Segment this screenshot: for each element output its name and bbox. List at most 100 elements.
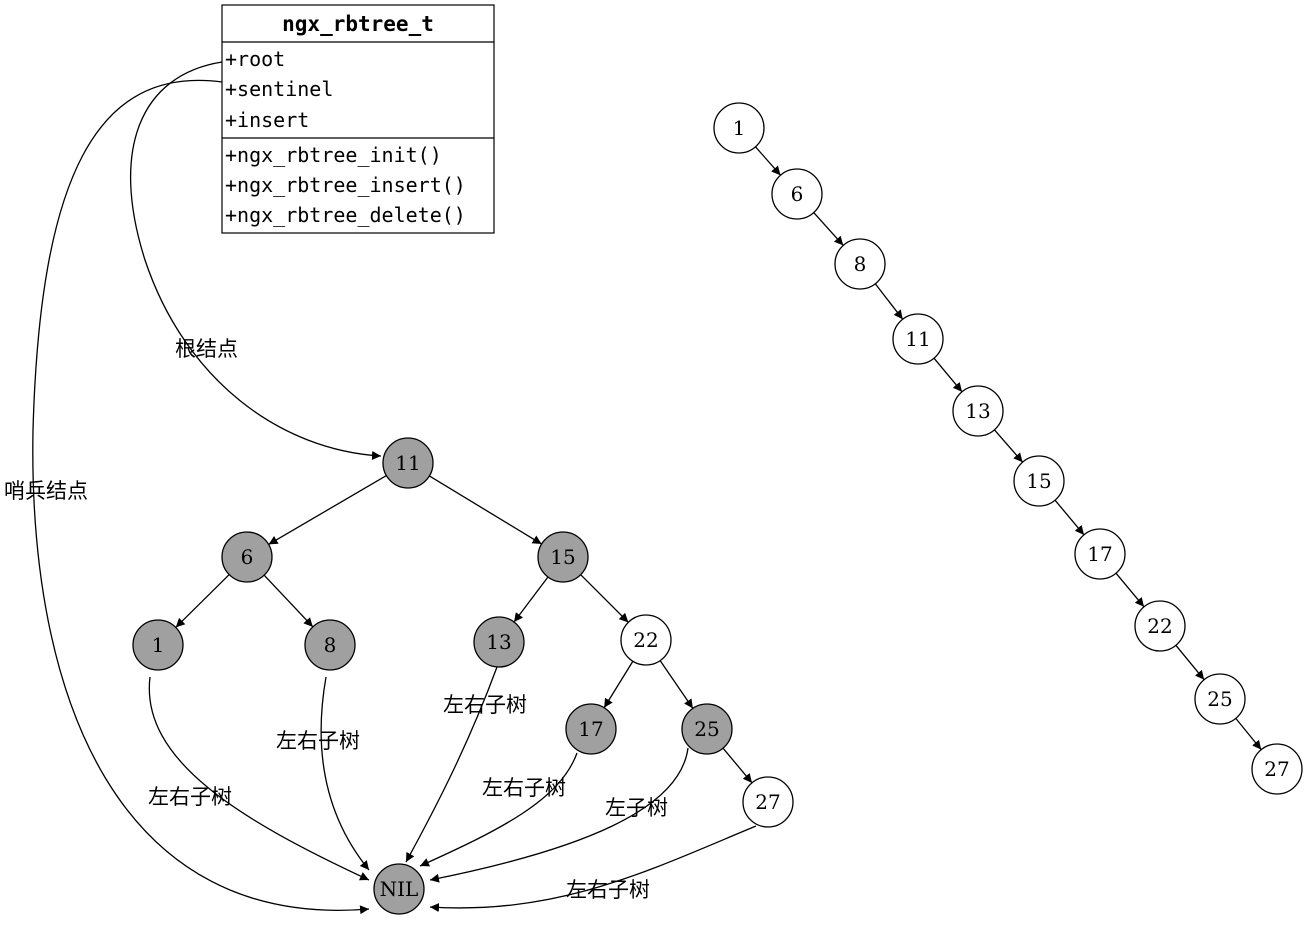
chain-node-8-label: 25: [1207, 687, 1232, 711]
label-sentinel: 哨兵结点: [4, 479, 88, 503]
tree-edge-t25-t27: [722, 747, 753, 784]
chain-edge-4: [993, 429, 1024, 463]
chain-node-3-circle: [892, 313, 944, 365]
chain-edge-5: [1054, 499, 1085, 536]
chain-edge-3: [933, 357, 963, 393]
edge-root: [130, 61, 382, 460]
label-n27-nil: 左右子树: [566, 878, 650, 902]
chain-node-6-circle: [1074, 528, 1126, 580]
chain-node-3: 11: [892, 313, 944, 365]
reference-edges: [32, 61, 757, 915]
label-n1-nil: 左右子树: [148, 785, 232, 809]
chain-edge-7: [1175, 644, 1205, 681]
tree-node-t6-label: 6: [241, 545, 254, 569]
chain-edges: [755, 146, 1262, 751]
tree-node-t17-label: 17: [578, 717, 603, 741]
tree-edge-t6-t8: [263, 574, 314, 628]
chain-node-0-label: 1: [733, 116, 746, 140]
chain-node-6-label: 17: [1087, 542, 1112, 566]
tree-node-t13-label: 13: [486, 630, 511, 654]
edge-n17-nil: [419, 752, 578, 867]
chain-node-3-label: 11: [905, 327, 930, 351]
chain-node-8: 25: [1194, 673, 1246, 725]
tree-node-t27-label: 27: [755, 790, 780, 814]
tree-node-t15-label: 15: [550, 545, 575, 569]
tree-node-t25: 25: [681, 703, 733, 755]
edge-n1-nil: [148, 676, 370, 881]
struct-field-root: +root: [225, 47, 285, 71]
tree-node-t15: 15: [537, 531, 589, 583]
struct-box: ngx_rbtree_t +root +sentinel +insert +ng…: [221, 4, 495, 234]
tree-node-t13: 13: [473, 616, 525, 668]
tree-node-t22-label: 22: [633, 628, 658, 652]
edge-n8-nil: [320, 676, 370, 871]
tree-node-t8: 8: [304, 619, 356, 671]
chain-node-9-label: 27: [1264, 757, 1289, 781]
chain-node-2-label: 8: [854, 252, 867, 276]
chain-nodes: 1 6 8 11 13 15 17 22 25 27: [713, 102, 1303, 795]
label-root: 根结点: [175, 337, 238, 361]
chain-node-2-circle: [834, 238, 886, 290]
struct-method-delete: +ngx_rbtree_delete(): [225, 203, 466, 227]
chain-node-5: 15: [1013, 455, 1065, 507]
tree-node-t1-circle: [132, 619, 184, 671]
chain-edge-8: [1235, 717, 1262, 751]
chain-node-8-circle: [1194, 673, 1246, 725]
struct-method-insert: +ngx_rbtree_insert(): [225, 173, 466, 197]
tree-node-t25-circle: [681, 703, 733, 755]
tree-node-t1-label: 1: [152, 633, 165, 657]
chain-node-5-circle: [1013, 455, 1065, 507]
chain-node-1-label: 6: [791, 182, 804, 206]
tree-node-t25-label: 25: [694, 717, 719, 741]
tree-node-t11-label: 11: [395, 451, 420, 475]
tree-edges: [175, 475, 753, 784]
chain-node-7-circle: [1134, 600, 1186, 652]
tree-node-t22-circle: [620, 614, 672, 666]
tree-edge-t6-t1: [175, 574, 230, 628]
edge-n27-nil: [429, 825, 757, 913]
tree-node-tnil: NIL: [373, 863, 425, 915]
chain-node-5-label: 15: [1026, 469, 1051, 493]
chain-node-0: 1: [713, 102, 765, 154]
label-n8-nil: 左右子树: [276, 729, 360, 753]
tree-node-t27-circle: [742, 776, 794, 828]
chain-node-7-label: 22: [1147, 614, 1172, 638]
chain-edge-6: [1115, 572, 1145, 608]
chain-node-9: 27: [1251, 743, 1303, 795]
chain-node-4-circle: [952, 385, 1004, 437]
edge-n25-nil: [429, 747, 689, 883]
chain-node-6: 17: [1074, 528, 1126, 580]
tree-node-t27: 27: [742, 776, 794, 828]
tree-node-t22: 22: [620, 614, 672, 666]
tree-edge-t11-t6: [268, 475, 387, 545]
tree-node-t15-circle: [537, 531, 589, 583]
struct-method-init: +ngx_rbtree_init(): [225, 143, 442, 167]
label-n17-nil: 左右子树: [482, 776, 566, 800]
chain-edge-1: [813, 212, 844, 246]
chain-node-4-label: 13: [965, 399, 990, 423]
chain-node-2: 8: [834, 238, 886, 290]
tree-node-t8-circle: [304, 619, 356, 671]
tree-node-t1: 1: [132, 619, 184, 671]
chain-node-9-circle: [1251, 743, 1303, 795]
chain-node-7: 22: [1134, 600, 1186, 652]
tree-node-t8-label: 8: [324, 633, 337, 657]
tree-edge-t11-t15: [429, 475, 542, 545]
tree-node-t6: 6: [221, 531, 273, 583]
tree-node-tnil-label: NIL: [380, 877, 419, 901]
tree-node-tnil-circle: [373, 863, 425, 915]
chain-node-4: 13: [952, 385, 1004, 437]
struct-title: ngx_rbtree_t: [282, 12, 434, 36]
chain-node-1-circle: [771, 168, 823, 220]
chain-edge-2: [874, 283, 904, 320]
edge-labels: 根结点 哨兵结点 左右子树 左右子树 左右子树 左右子树 左子树 左右子树: [4, 337, 668, 902]
tree-edge-t22-t17: [603, 660, 634, 709]
label-n25-nil: 左子树: [605, 796, 668, 820]
tree-edge-t22-t25: [659, 660, 694, 709]
tree-node-t17: 17: [565, 703, 617, 755]
edge-sentinel: [32, 79, 370, 915]
chain-node-1: 6: [771, 168, 823, 220]
tree-node-t11-circle: [382, 437, 434, 489]
